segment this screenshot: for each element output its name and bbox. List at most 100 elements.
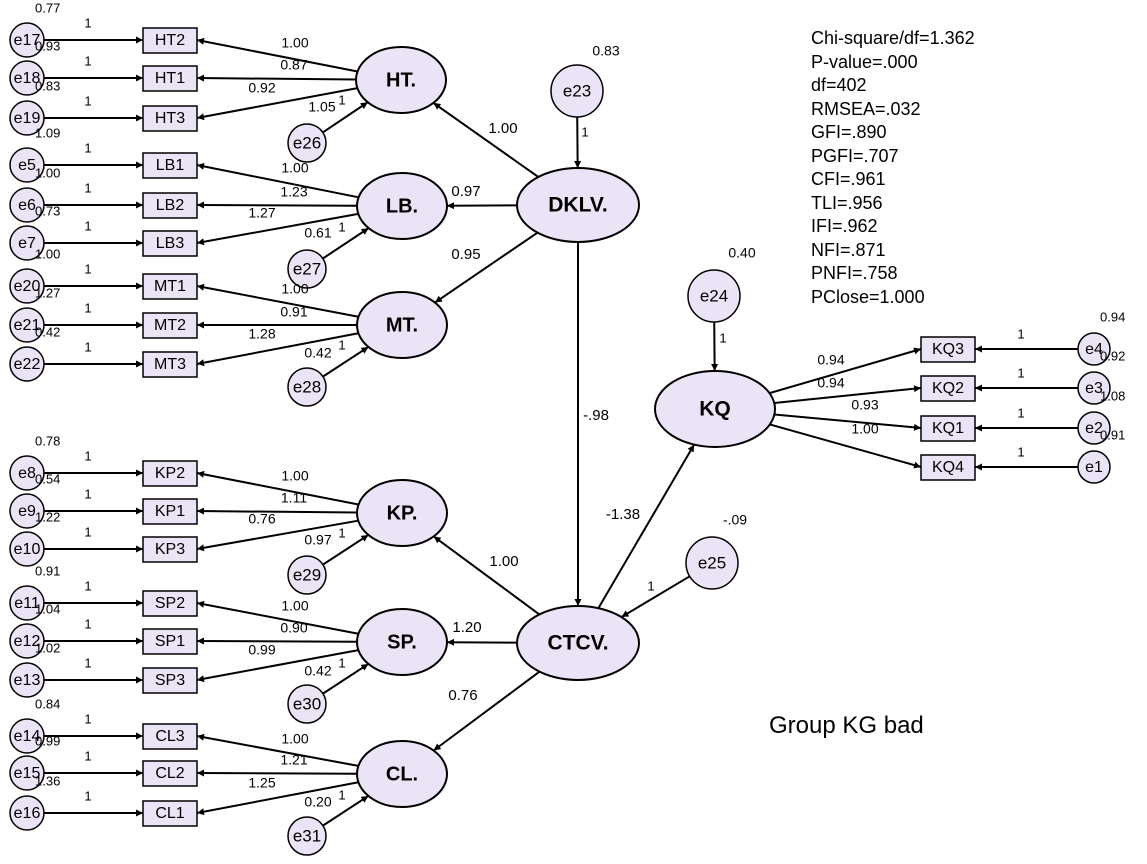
- error-circle-e20: [9, 268, 45, 304]
- indicator-box-kp3: [142, 536, 198, 563]
- error-path-e22: 1: [84, 339, 91, 354]
- error-circle-e6: [9, 187, 45, 223]
- disturbance-path-e27: 1: [338, 219, 345, 234]
- indicator-label-lb1: LB1: [156, 157, 185, 174]
- indicator-box-kq2: [920, 375, 976, 402]
- error-variance-e12: 1.04: [35, 601, 60, 616]
- error-path-e21: 1: [84, 300, 91, 315]
- indicator-label-kp3: KP3: [155, 541, 185, 558]
- latent-lb: [356, 172, 448, 240]
- loading-ht-to-ht3: [196, 87, 358, 121]
- loading-value-cl3: 1.00: [281, 731, 308, 747]
- indicator-label-mt2: MT2: [154, 317, 186, 334]
- indicator-box-lb2: [142, 192, 198, 219]
- loading-value-sp1: 0.90: [280, 620, 307, 636]
- loading-value-mt2: 0.91: [280, 304, 307, 320]
- indicator-box-mt3: [142, 351, 198, 378]
- loading-value-kp2: 1.00: [281, 468, 308, 484]
- error-circle-e4: [1077, 332, 1111, 366]
- fit-stat-p-value: P-value=.000: [811, 51, 918, 72]
- disturbance-label-e26: e26: [293, 133, 321, 152]
- error-circle-e19: [9, 100, 45, 136]
- error-label-e19: e19: [14, 110, 41, 127]
- error-circle-e3: [1077, 371, 1111, 405]
- error-path-e19: 1: [84, 93, 91, 108]
- disturbance-path-e25: 1: [647, 578, 654, 593]
- path-e27-to-lb: [322, 227, 370, 260]
- indicator-label-ht1: HT1: [155, 70, 185, 87]
- error-label-e10: e10: [14, 541, 41, 558]
- loading-value-ht2: 1.00: [281, 35, 308, 51]
- loading-mt-to-mt1: [196, 283, 359, 318]
- indicator-box-mt2: [142, 312, 198, 339]
- disturbance-variance-e27: 0.61: [304, 225, 331, 241]
- error-circle-e7: [9, 225, 45, 261]
- indicator-box-kq3: [920, 336, 976, 363]
- error-label-e11: e11: [14, 595, 40, 612]
- loading-kq-to-kq4: [769, 423, 922, 469]
- indicator-box-sp1: [142, 628, 198, 655]
- disturbance-path-e28: 1: [338, 337, 345, 352]
- loading-value-kp3: 0.76: [248, 511, 275, 527]
- error-variance-e6: 1.00: [35, 165, 60, 180]
- disturbance-path-e23: 1: [581, 124, 588, 139]
- error-path-e12: 1: [84, 616, 91, 631]
- error-variance-e9: 0.54: [35, 471, 60, 486]
- indicator-label-ht2: HT2: [155, 32, 185, 49]
- loading-ht-to-ht1: [196, 74, 357, 82]
- latent-ctcv: [516, 605, 640, 681]
- disturbance-variance-e30: 0.42: [304, 663, 331, 679]
- error-variance-e1: 0.91: [1100, 427, 1125, 442]
- indicator-label-sp1: SP1: [155, 633, 185, 650]
- error-path-e18: 1: [84, 53, 91, 68]
- indicator-box-ht2: [142, 27, 198, 54]
- indicator-box-ht3: [142, 105, 198, 132]
- error-path-e15: 1: [84, 748, 91, 763]
- loading-kq-to-kq3: [769, 347, 922, 395]
- error-circle-e14: [9, 718, 45, 754]
- loading-cl-to-cl1: [196, 781, 359, 816]
- disturbance-path-e24: 1: [719, 330, 726, 345]
- disturbance-variance-e28: 0.42: [304, 345, 331, 361]
- latent-label-ht: HT.: [386, 69, 416, 91]
- error-variance-e15: 0.99: [35, 733, 60, 748]
- loading-sp-to-sp3: [196, 649, 359, 683]
- path-e28-to-mt: [322, 346, 369, 378]
- disturbance-circle-e28: [287, 367, 327, 407]
- indicator-label-kq1: KQ1: [932, 420, 964, 437]
- loading-kp-to-kp2: [196, 470, 359, 506]
- latent-mt: [356, 291, 448, 359]
- error-variance-e7: 0.73: [35, 203, 60, 218]
- disturbance-path-e26: 1: [338, 92, 345, 107]
- error-circle-e10: [9, 531, 45, 567]
- error-path-e11: 1: [84, 578, 91, 593]
- indicator-box-mt1: [142, 273, 198, 300]
- coef-ctcv-kq: -1.38: [606, 506, 640, 523]
- error-label-e14: e14: [14, 728, 41, 745]
- disturbance-path-e31: 1: [338, 787, 345, 802]
- disturbance-variance-e31: 0.20: [304, 794, 331, 810]
- loading-kp-to-kp1: [196, 507, 358, 515]
- latent-sp: [356, 608, 448, 676]
- fit-stat-tli: TLI=.956: [811, 192, 883, 213]
- fit-stat-pclose: PClose=1.000: [811, 286, 925, 307]
- error-variance-e18: 0.93: [35, 38, 60, 53]
- error-path-e2: 1: [1017, 405, 1024, 420]
- loading-value-sp2: 1.00: [281, 598, 308, 614]
- path-ctcv-to-kp: [433, 535, 540, 616]
- fit-stat-cfi: CFI=.961: [811, 169, 886, 189]
- loading-value-kq3: 0.94: [817, 352, 844, 368]
- error-variance-e11: 0.91: [35, 563, 60, 578]
- error-label-e9: e9: [18, 503, 36, 520]
- group-title: Group KG bad: [769, 712, 924, 739]
- error-circle-e13: [9, 662, 45, 698]
- loading-value-ht1: 0.87: [280, 57, 307, 73]
- disturbance-variance-e24: 0.40: [728, 245, 755, 261]
- loading-lb-to-lb2: [196, 201, 358, 209]
- loading-lb-to-lb3: [196, 212, 359, 246]
- indicator-label-lb2: LB2: [156, 197, 185, 214]
- coef-ctcv-cl: 0.76: [448, 687, 477, 704]
- fit-stat-ifi: IFI=.962: [811, 216, 878, 236]
- disturbance-label-e29: e29: [293, 565, 321, 584]
- error-circle-e8: [9, 455, 45, 491]
